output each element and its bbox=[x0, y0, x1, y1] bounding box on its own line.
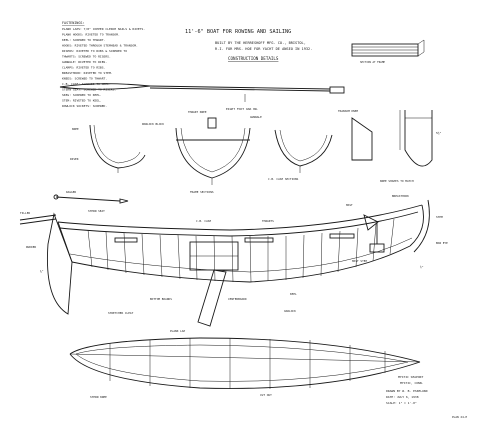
drawing-subtitle-1: BUILT BY THE HERRESHOFF MFG. CO., BRISTO… bbox=[215, 41, 306, 45]
profile-elevation: RUDDER TILLER BREASTHOOK STEM BOW EYE MA… bbox=[19, 194, 448, 327]
stern-knee-callout: STERN KNEE bbox=[90, 395, 107, 399]
title-imprint: MYSTIC SEAPORT MYSTIC, CONN. DRAWN BY W.… bbox=[386, 375, 467, 419]
oarlock-callout: OARLOCK bbox=[284, 309, 296, 313]
dimension-label: ¾" bbox=[40, 269, 44, 274]
drawn-by-line-3: SCALE: 1" = 1'-0" bbox=[386, 401, 417, 405]
plan-view: STERN KNEE PLANK LAP CUT OUT bbox=[69, 329, 421, 399]
fastening-line: BREASTHOOK: RIVETED TO STEM. bbox=[62, 71, 113, 75]
rudder-callout: RUDDER bbox=[26, 245, 36, 249]
dimension-label: ⅝" bbox=[420, 265, 424, 269]
riser-callout: RISER bbox=[70, 157, 79, 161]
knee-shapes-callout: KNEE SHAPES TO MATCH bbox=[380, 179, 414, 183]
rowlock-callout: ROWLOCK BLOCK bbox=[142, 122, 164, 126]
museum-line-2: MYSTIC, CONN. bbox=[400, 381, 424, 385]
fastening-line: THWARTS: SCREWED TO RISERS. bbox=[62, 55, 111, 59]
fastening-line: STEM: RIVETED TO KEEL. bbox=[62, 99, 102, 103]
section-heading: CONSTRUCTION DETAILS bbox=[228, 56, 279, 61]
bow-eye-callout: BOW EYE bbox=[436, 241, 448, 245]
fastenings-heading: FASTENINGS: bbox=[62, 21, 84, 25]
frame-sections-callout: FRAME SECTIONS bbox=[190, 190, 214, 194]
stern-seat-callout: STERN SEAT bbox=[88, 209, 105, 213]
stem-callout: STEM bbox=[436, 215, 443, 219]
section-a: KNEE RISER bbox=[70, 124, 146, 173]
fastening-line: HOODS: RIVETED THROUGH STEMHEAD & TRANSO… bbox=[62, 44, 138, 48]
dimension-label: 5½" bbox=[436, 131, 442, 135]
fastening-line: PLANK HOODS: RIVETED TO TRANSOM. bbox=[62, 33, 120, 37]
fastening-line: ROWLOCK SOCKETS: SCREWED. bbox=[62, 104, 107, 108]
cut-out-callout: CUT OUT bbox=[260, 393, 272, 397]
fastening-line: GUNWALE: RIVETED TO RIBS. bbox=[62, 60, 107, 64]
drawn-by-line-1: DRAWN BY W. B. ESKELUND bbox=[386, 389, 428, 393]
section-b: THWART KNEE ROWLOCK BLOCK GUNWALE FRAME … bbox=[142, 110, 262, 194]
cb-case-callout: C.B. CASE bbox=[196, 219, 211, 223]
tiller-callout: TILLER bbox=[20, 211, 30, 215]
breasthook-callout: BREASTHOOK bbox=[392, 194, 409, 198]
fastening-line: SKEG: SCREWED TO KEEL. bbox=[62, 93, 102, 97]
gunwale-callout: GUNWALE bbox=[250, 115, 262, 119]
fastenings-notes: FASTENINGS: PLANK LAPS: 7/8" COPPER CLEN… bbox=[62, 21, 145, 108]
mast-step-callout: MAST STEP bbox=[352, 259, 367, 263]
museum-line-1: MYSTIC SEAPORT bbox=[398, 375, 423, 379]
transom-knee-callout: TRANSOM KNEE bbox=[338, 109, 359, 113]
frame-section-label: SECTION AT FRAME bbox=[360, 60, 385, 64]
bottom-boards-callout: BOTTOM BOARDS bbox=[150, 297, 172, 301]
thwarts-callout: THWARTS bbox=[262, 219, 274, 223]
fastening-line: RISERS: RIVETED TO RIBS & SCREWED TO bbox=[62, 49, 127, 53]
sheet-number: PLAN 24-H bbox=[452, 415, 467, 419]
fastening-line: KEEL: SCREWED TO THWART. bbox=[62, 38, 106, 42]
keel-callout: KEEL bbox=[290, 292, 297, 296]
fastening-line: PLANK LAPS: 7/8" COPPER CLENCH NAILS & R… bbox=[62, 27, 145, 31]
mast-callout: MAST bbox=[346, 203, 353, 207]
section-c: C.B. CASE SECTIONS bbox=[268, 129, 333, 181]
dagger-detail: DAGGER bbox=[53, 190, 129, 204]
centerboard-callout: CENTERBOARD bbox=[228, 297, 247, 301]
fastening-line: CLAMPS: RIVETED TO RIBS. bbox=[62, 66, 106, 70]
oar-drawing: EIGHT FOOT OAR 8W. bbox=[59, 83, 345, 111]
dagger-callout: DAGGER bbox=[66, 190, 76, 194]
stretcher-cleat-callout: STRETCHER CLEAT bbox=[108, 311, 134, 315]
plank-lap-callout: PLANK LAP bbox=[170, 329, 185, 333]
drawn-by-line-2: DATE: JULY 6, 1938 bbox=[386, 395, 419, 399]
drawing-title: 11'-6" BOAT FOR ROWING AND SAILING bbox=[185, 29, 291, 35]
thwart-knee-callout: THWART KNEE bbox=[188, 110, 207, 114]
transom-detail: TRANSOM KNEE KNEE SHAPES TO MATCH 5½" bbox=[338, 109, 442, 183]
cb-case-sections-callout: C.B. CASE SECTIONS bbox=[268, 177, 299, 181]
oar-label: EIGHT FOOT OAR 8W. bbox=[226, 107, 259, 111]
plank-section-detail: SECTION AT FRAME bbox=[351, 39, 425, 64]
drawing-subtitle-2: R.I. FOR MRS. HOE FOR YACHT DE ANSEO IN … bbox=[215, 47, 312, 51]
knee-callout: KNEE bbox=[72, 127, 79, 131]
fastening-line: KNEES: SCREWED TO THWART. bbox=[62, 77, 107, 81]
